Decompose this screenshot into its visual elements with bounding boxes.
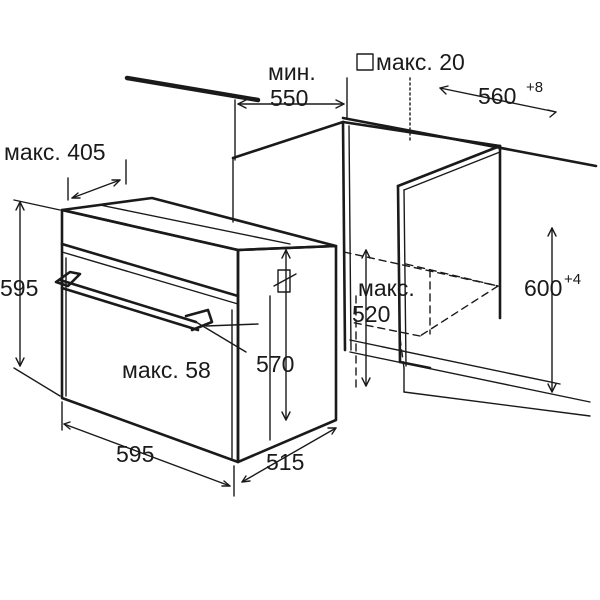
label-550: 550 — [270, 85, 308, 111]
label-515: 515 — [266, 449, 304, 475]
label-570: 570 — [256, 351, 294, 377]
label-max-20: макс. 20 — [376, 49, 465, 75]
label-600: 600 — [524, 275, 562, 301]
label-600-tolerance: +4 — [564, 271, 581, 288]
label-max-58: макс. 58 — [122, 357, 211, 383]
label-max-405: макс. 405 — [4, 139, 106, 165]
dimension-lines — [13, 85, 557, 497]
vent-square-icon — [356, 53, 374, 71]
label-595-width: 595 — [116, 441, 154, 467]
cabinet-niche — [231, 77, 591, 417]
oven-handle — [54, 270, 214, 332]
label-min: мин. — [268, 59, 316, 85]
label-520: 520 — [352, 301, 390, 327]
label-560: 560 — [478, 83, 516, 109]
label-max: макс. — [358, 275, 415, 301]
label-560-tolerance: +8 — [526, 79, 543, 96]
oven-body — [60, 196, 338, 464]
label-595-height: 595 — [0, 275, 38, 301]
